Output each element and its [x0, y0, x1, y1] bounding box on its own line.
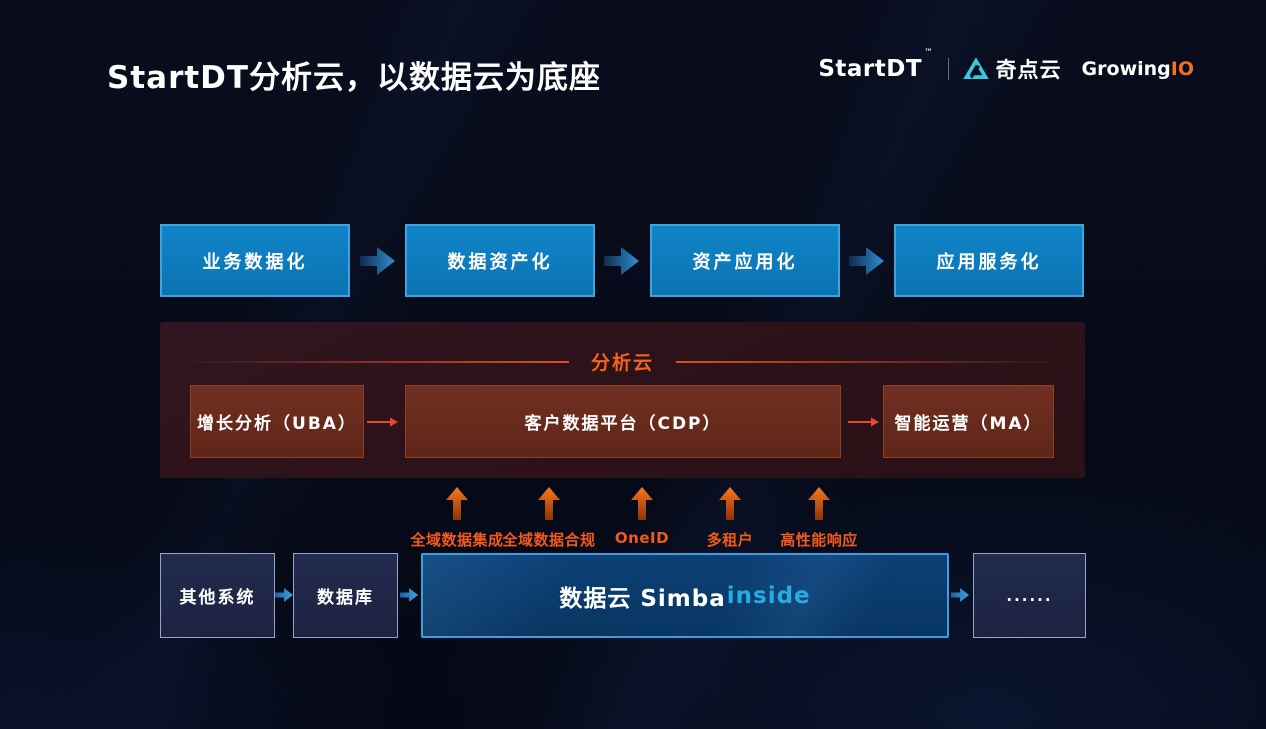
- feature-omni-data-compliance: 全域数据合规: [487, 487, 611, 550]
- panel-box-cdp: 客户数据平台（CDP）: [405, 385, 841, 458]
- panel-box-ma: 智能运营（MA）: [883, 385, 1054, 458]
- growingio-logo: GrowingIO: [1082, 58, 1194, 80]
- bottom-box-more: ......: [973, 553, 1086, 638]
- arrow-up-icon: [808, 487, 830, 520]
- arrow-right-icon: [400, 588, 418, 602]
- feature-oneid: OneID: [580, 487, 704, 547]
- arrow-right-icon: [849, 247, 884, 275]
- growingio-logo-io: IO: [1170, 58, 1194, 80]
- page-title: StartDT分析云，以数据云为底座: [107, 60, 602, 96]
- flow-box-application-servitization: 应用服务化: [894, 224, 1084, 297]
- flow-box-business-dataization: 业务数据化: [160, 224, 350, 297]
- arrow-right-icon: [604, 247, 639, 275]
- logo-bar: StartDT™ 奇点云 GrowingIO: [818, 48, 1194, 84]
- feature-label: 高性能响应: [780, 531, 858, 549]
- feature-label: 全域数据集成: [410, 531, 504, 549]
- platform-name: 数据云 Simba: [559, 585, 726, 612]
- qidianyun-logo-icon: [962, 58, 989, 79]
- header-line-right: [676, 360, 1068, 363]
- feature-omni-data-integration: 全域数据集成: [395, 487, 519, 550]
- feature-label: 全域数据合规: [502, 531, 596, 549]
- trademark-symbol: ™: [924, 48, 934, 58]
- feature-label: OneID: [614, 529, 670, 547]
- qidianyun-logo: 奇点云: [962, 54, 1062, 84]
- analysis-cloud-title: 分析云: [591, 352, 655, 374]
- platform-name-inside: inside: [726, 582, 811, 609]
- panel-box-uba: 增长分析（UBA）: [190, 385, 364, 458]
- bottom-box-other-systems: 其他系统: [160, 553, 275, 638]
- startdt-logo: StartDT™: [818, 48, 933, 82]
- arrow-right-icon: [848, 417, 879, 427]
- arrow-right-icon: [367, 417, 398, 427]
- arrow-up-icon: [446, 487, 468, 520]
- feature-high-performance: 高性能响应: [757, 487, 881, 550]
- arrow-right-icon: [360, 247, 395, 275]
- startdt-logo-text: StartDT: [818, 56, 923, 82]
- feature-multi-tenant: 多租户: [668, 487, 792, 550]
- bottom-box-database: 数据库: [293, 553, 398, 638]
- analysis-cloud-header: 分析云: [178, 348, 1068, 375]
- analysis-cloud-panel: 分析云 增长分析（UBA） 客户数据平台（CDP） 智能运营（MA）: [160, 322, 1085, 478]
- arrow-right-icon: [951, 588, 969, 602]
- arrow-up-icon: [631, 487, 653, 520]
- arrow-up-icon: [719, 487, 741, 520]
- feature-label: 多租户: [706, 531, 754, 549]
- arrow-up-icon: [538, 487, 560, 520]
- header-line-left: [178, 360, 569, 363]
- logo-divider: [947, 58, 949, 80]
- flow-box-asset-application: 资产应用化: [650, 224, 840, 297]
- qidianyun-logo-text: 奇点云: [995, 58, 1062, 82]
- flow-box-data-assetization: 数据资产化: [405, 224, 595, 297]
- growingio-logo-text: Growing: [1081, 58, 1171, 80]
- arrow-right-icon: [275, 588, 293, 602]
